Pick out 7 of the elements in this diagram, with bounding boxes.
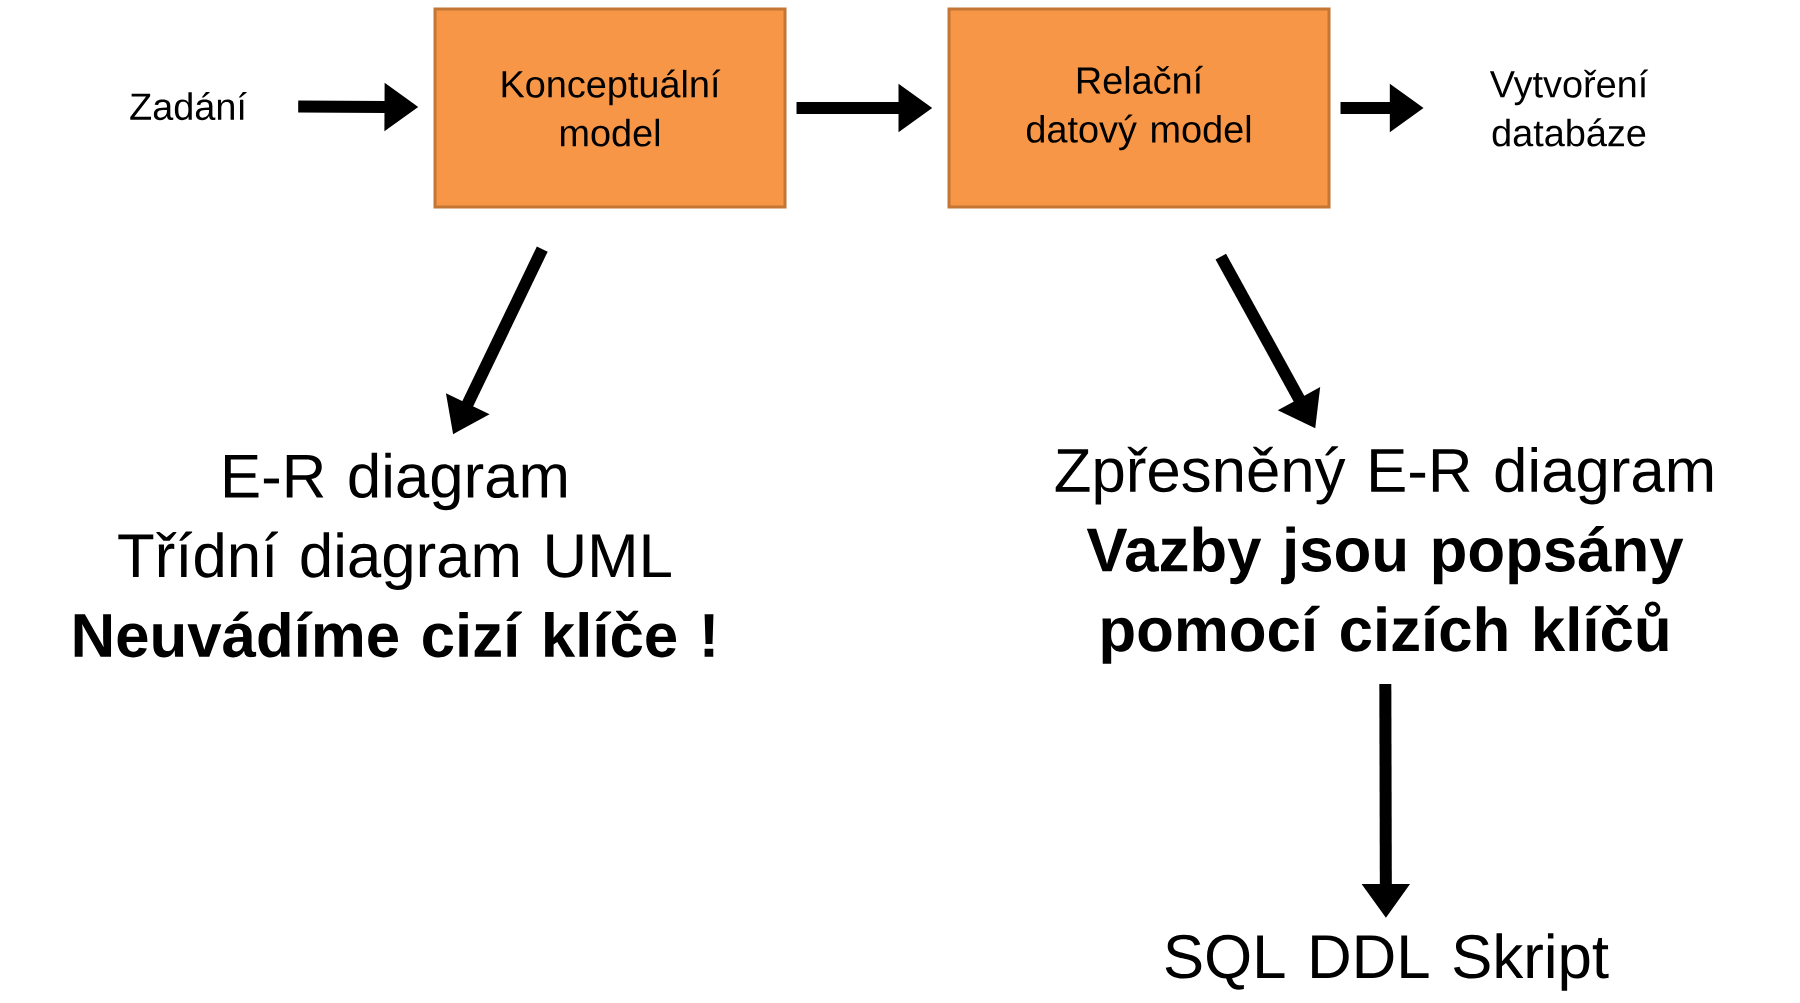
process-box: Relační datový model (947, 7, 1331, 209)
text-label: E-R diagram Třídní diagram UML Neuvádíme cizí klíče ! (74, 452, 714, 658)
text-label: Zpřesněný E-R diagram Vazby jsou popsány pomocí cizích klíčů (1055, 446, 1713, 664)
process-box: Konceptuální model (433, 7, 787, 209)
text-label: Zadání (130, 91, 247, 121)
text-label: SQL DDL Skript (1165, 933, 1609, 991)
text-label: Vytvoření databáze (1489, 69, 1649, 147)
